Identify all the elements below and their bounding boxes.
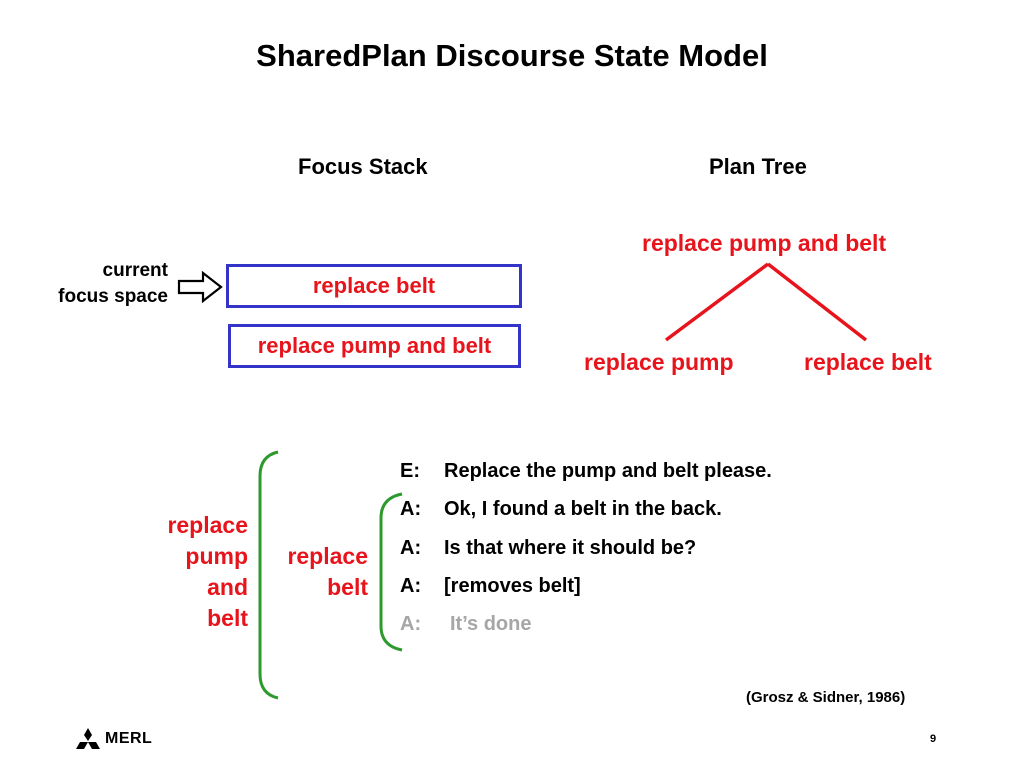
dialogue-text: It’s done <box>450 613 532 635</box>
plan-tree-child-belt: replace belt <box>804 349 932 375</box>
dialogue-line-faded: A: It’s done <box>400 613 531 636</box>
plan-tree-root: replace pump and belt <box>642 230 887 256</box>
page-number: 9 <box>930 733 937 745</box>
focus-stack-heading: Focus Stack <box>298 154 428 179</box>
dialogue-text: Replace the pump and belt please. <box>444 460 772 482</box>
plan-tree-heading: Plan Tree <box>709 154 807 179</box>
current-focus-label-line2: focus space <box>58 286 168 307</box>
outer-segment-label: replace pump and belt <box>140 510 248 634</box>
focus-stack-item-top: replace belt <box>226 264 522 308</box>
focus-arrow-icon <box>177 270 223 304</box>
dialogue-text: Ok, I found a belt in the back. <box>444 498 722 520</box>
inner-segment-label: replace belt <box>260 541 368 603</box>
dialogue-speaker: A: <box>400 537 422 559</box>
dialogue-speaker: A: <box>400 498 422 520</box>
inner-segment-label-line: belt <box>327 574 368 600</box>
dialogue-line: A: [removes belt] <box>400 575 581 598</box>
inner-segment-label-line: replace <box>287 543 368 569</box>
dialogue-line: E: Replace the pump and belt please. <box>400 460 772 483</box>
dialogue-text: [removes belt] <box>444 575 581 597</box>
outer-segment-label-line: pump <box>185 543 248 569</box>
outer-segment-bracket <box>258 450 279 700</box>
tree-edge-left <box>664 262 770 342</box>
current-focus-label-line1: current <box>102 260 168 281</box>
merl-logo: MERL <box>75 728 152 750</box>
slide-title: SharedPlan Discourse State Model <box>256 38 768 73</box>
citation: (Grosz & Sidner, 1986) <box>746 689 906 706</box>
focus-stack-item-bottom: replace pump and belt <box>228 324 521 368</box>
dialogue-line: A: Ok, I found a belt in the back. <box>400 498 722 521</box>
dialogue-speaker: E: <box>400 460 420 482</box>
outer-segment-label-line: belt <box>207 605 248 631</box>
mitsubishi-diamonds-icon <box>76 728 100 749</box>
outer-segment-label-line: replace <box>167 512 248 538</box>
inner-segment-bracket <box>379 492 403 652</box>
merl-logo-text: MERL <box>105 730 153 747</box>
outer-segment-label-line: and <box>207 574 248 600</box>
tree-edge-right <box>766 262 868 342</box>
dialogue-line: A: Is that where it should be? <box>400 537 696 560</box>
dialogue-speaker: A: <box>400 613 422 635</box>
plan-tree-child-pump: replace pump <box>584 349 734 375</box>
dialogue-speaker: A: <box>400 575 422 597</box>
dialogue-text: Is that where it should be? <box>444 537 697 559</box>
current-focus-label: current focus space <box>20 258 168 310</box>
